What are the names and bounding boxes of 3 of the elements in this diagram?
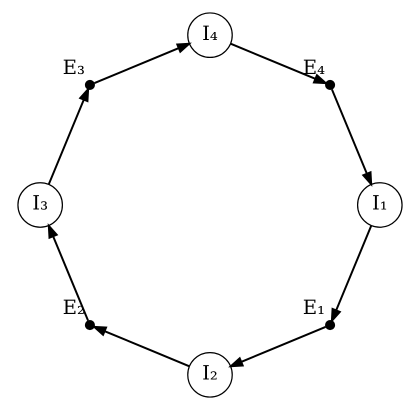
node-label: E₄ — [302, 56, 325, 80]
node-label: E₁ — [302, 296, 325, 320]
node-label: E₃ — [62, 56, 84, 80]
